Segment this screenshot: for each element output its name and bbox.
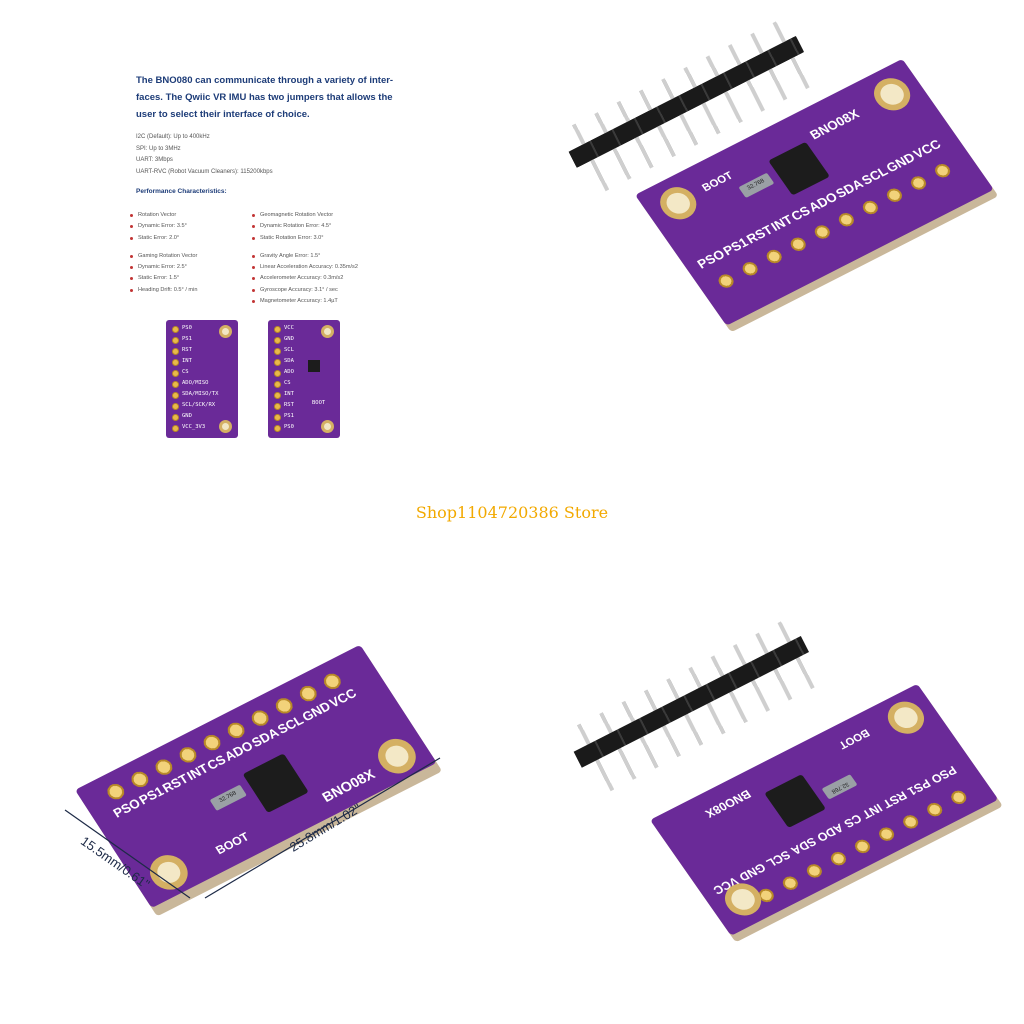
pin-label: INT bbox=[182, 358, 192, 364]
mounting-hole bbox=[219, 420, 232, 433]
spec-item: Gaming Rotation Vector bbox=[130, 251, 197, 262]
pin-label: RST bbox=[284, 402, 294, 408]
pin-label: PS0 bbox=[284, 424, 294, 430]
pin-label: INT bbox=[284, 391, 294, 397]
board-back-image: PS0 PS1 RST INT CS ADO/MISO SDA/MISO/TX … bbox=[166, 320, 238, 438]
pin-label: VCC bbox=[284, 325, 294, 331]
board-photo-angled: PSO PS1 RST INT CS ADO SDA SCL GND VCC 3… bbox=[545, 15, 999, 405]
pin-label: PS1 bbox=[284, 413, 294, 419]
spec-item: Linear Acceleration Accuracy: 0.35m/s2 bbox=[252, 262, 358, 273]
dimension-lines bbox=[64, 757, 441, 899]
pin-label: SCL/SCK/RX bbox=[182, 402, 216, 408]
pin-label: GND bbox=[182, 413, 192, 419]
store-watermark: Shop1104720386 Store bbox=[415, 503, 609, 522]
spec-item: Magnetometer Accuracy: 1.4µT bbox=[252, 296, 358, 307]
board-photo-rear: PSO PS1 RST INT CS ADO SDA SCL GND VCC 3… bbox=[550, 615, 1004, 943]
pin-label: PS0 bbox=[182, 325, 192, 331]
mounting-hole bbox=[321, 420, 334, 433]
pin-label: CS bbox=[182, 369, 189, 375]
spec-item: Accelerometer Accuracy: 0.3m/s2 bbox=[252, 273, 358, 284]
pin-label: SCL bbox=[284, 347, 294, 353]
spec-panel: The BNO080 can communicate through a var… bbox=[120, 60, 410, 450]
intro-line: The BNO080 can communicate through a var… bbox=[136, 75, 394, 86]
imu-chip bbox=[308, 360, 320, 372]
intro-line: user to select their interface of choice… bbox=[136, 109, 310, 120]
interface-item: I2C (Default): Up to 400kHz bbox=[136, 134, 210, 140]
mounting-hole bbox=[219, 325, 232, 338]
spec-item: Gyroscope Accuracy: 3.1° / sec bbox=[252, 285, 358, 296]
spec-item: Rotation Vector bbox=[130, 210, 197, 221]
pin-label: SDA/MISO/TX bbox=[182, 391, 219, 397]
pin-label: SDA bbox=[284, 358, 294, 364]
spec-item: Static Error: 2.0° bbox=[130, 233, 197, 244]
performance-title: Performance Characteristics: bbox=[136, 188, 227, 195]
spec-item: Static Error: 1.5° bbox=[130, 273, 197, 284]
pin-label: CS bbox=[284, 380, 291, 386]
interface-item: UART-RVC (Robot Vacuum Cleaners): 115200… bbox=[136, 168, 273, 175]
pin-label: VCC_3V3 bbox=[182, 424, 206, 430]
spec-item: Dynamic Error: 2.5° bbox=[130, 262, 197, 273]
pin-label: RST bbox=[182, 347, 192, 353]
mounting-hole bbox=[321, 325, 334, 338]
pin-label: ADO/MISO bbox=[182, 380, 209, 386]
specs-right-column: Geomagnetic Rotation Vector Dynamic Rota… bbox=[252, 210, 358, 307]
intro-line: faces. The Qwiic VR IMU has two jumpers … bbox=[136, 92, 393, 103]
spec-item: Static Rotation Error: 3.0° bbox=[252, 233, 358, 244]
interface-item: SPI: Up to 3MHz bbox=[136, 145, 181, 152]
interface-list: I2C (Default): Up to 400kHz SPI: Up to 3… bbox=[136, 132, 273, 178]
spec-item: Gravity Angle Error: 1.5° bbox=[252, 251, 358, 262]
boot-label: BOOT bbox=[312, 400, 326, 406]
spec-item: Dynamic Rotation Error: 4.5° bbox=[252, 221, 358, 232]
pin-label: GND bbox=[284, 336, 294, 342]
board-photo-dimensions: PSO PS1 RST INT CS ADO SDA SCL GND VCC 3… bbox=[55, 640, 475, 940]
spec-item: Dynamic Error: 3.5° bbox=[130, 221, 197, 232]
spec-item: Geomagnetic Rotation Vector bbox=[252, 210, 358, 221]
specs-left-column: Rotation Vector Dynamic Error: 3.5° Stat… bbox=[130, 210, 197, 296]
board-front-image: VCC GND SCL SDA ADO CS INT RST PS1 PS0 B… bbox=[268, 320, 340, 438]
intro-text: The BNO080 can communicate through a var… bbox=[136, 72, 406, 123]
interface-item: UART: 3Mbps bbox=[136, 157, 173, 164]
spec-item: Heading Drift: 0.5° / min bbox=[130, 285, 197, 296]
pin-label: PS1 bbox=[182, 336, 192, 342]
pin-label: ADO bbox=[284, 369, 294, 375]
